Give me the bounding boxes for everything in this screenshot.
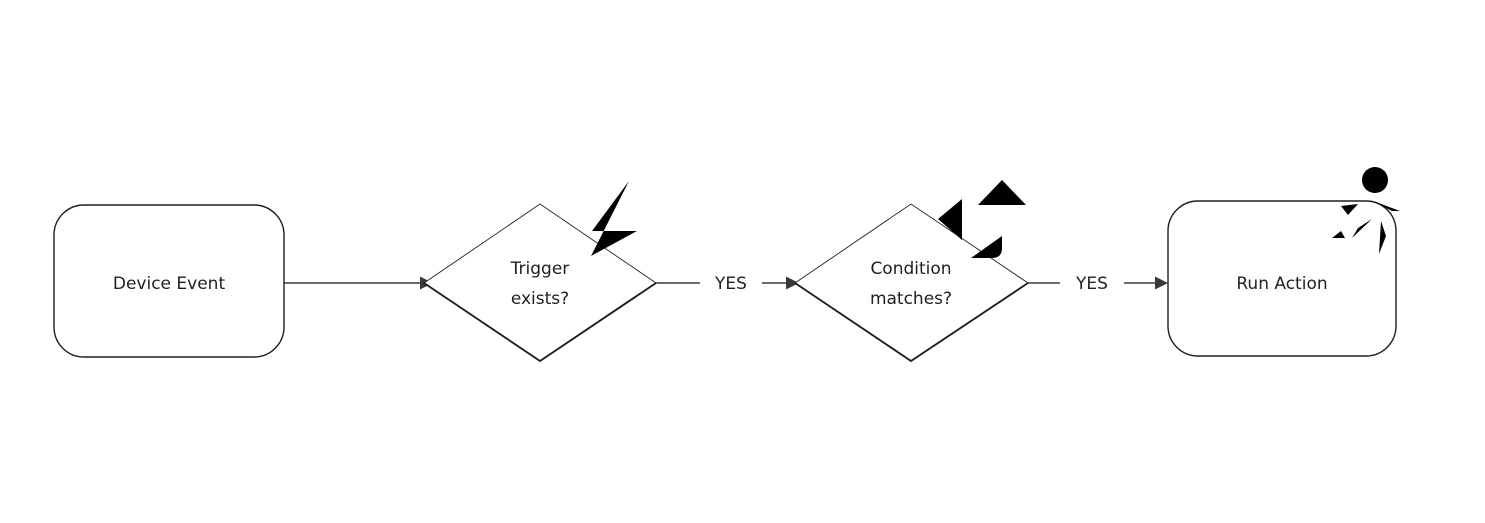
- node-device-event[interactable]: Device Event: [53, 204, 285, 358]
- node-trigger-exists[interactable]: Trigger exists?: [423, 203, 657, 363]
- edge-condition-to-run-action: YES: [1028, 274, 1168, 294]
- trigger-exists-label-line1: Trigger: [510, 259, 570, 279]
- condition-matches-shape-fill: [795, 204, 1028, 361]
- run-action-shape-fill: [1168, 201, 1396, 356]
- edge-device-event-to-trigger: [284, 276, 433, 290]
- edge-3-arrowhead: [1155, 276, 1168, 290]
- condition-matches-outline-bottom: [794, 282, 1029, 363]
- edge-trigger-to-condition: YES: [656, 274, 799, 294]
- runner-head: [1362, 167, 1388, 193]
- lightning-bolt-icon: [591, 181, 637, 256]
- condition-matches-label-line2: matches?: [870, 289, 952, 309]
- condition-matches-label-line1: Condition: [870, 259, 951, 279]
- running-person-icon: [1332, 167, 1400, 254]
- trigger-exists-shape-fill: [424, 204, 656, 361]
- runner-rear-arm: [1341, 204, 1358, 215]
- device-event-shape-fill: [54, 205, 284, 357]
- trigger-exists-outline-top: [423, 203, 657, 284]
- device-event-label: Device Event: [113, 274, 226, 294]
- node-run-action[interactable]: Run Action: [1167, 200, 1397, 357]
- runner-front-leg: [1379, 221, 1386, 254]
- trigger-exists-label-line2: exists?: [511, 289, 569, 309]
- run-action-shape-outline: [1167, 200, 1397, 357]
- edge-2-arrowhead: [786, 276, 799, 290]
- edge-3-label: YES: [1075, 274, 1108, 294]
- runner-rear-leg: [1352, 219, 1372, 238]
- fork-arrow-icon: [938, 180, 1026, 258]
- node-condition-matches[interactable]: Condition matches?: [794, 203, 1029, 363]
- trigger-exists-outline-bottom: [423, 282, 657, 363]
- runner-front-arm: [1373, 201, 1400, 211]
- edge-2-label: YES: [714, 274, 747, 294]
- device-event-shape-outline: [53, 204, 285, 358]
- runner-trailing-foot: [1332, 231, 1345, 238]
- run-action-label: Run Action: [1236, 274, 1327, 294]
